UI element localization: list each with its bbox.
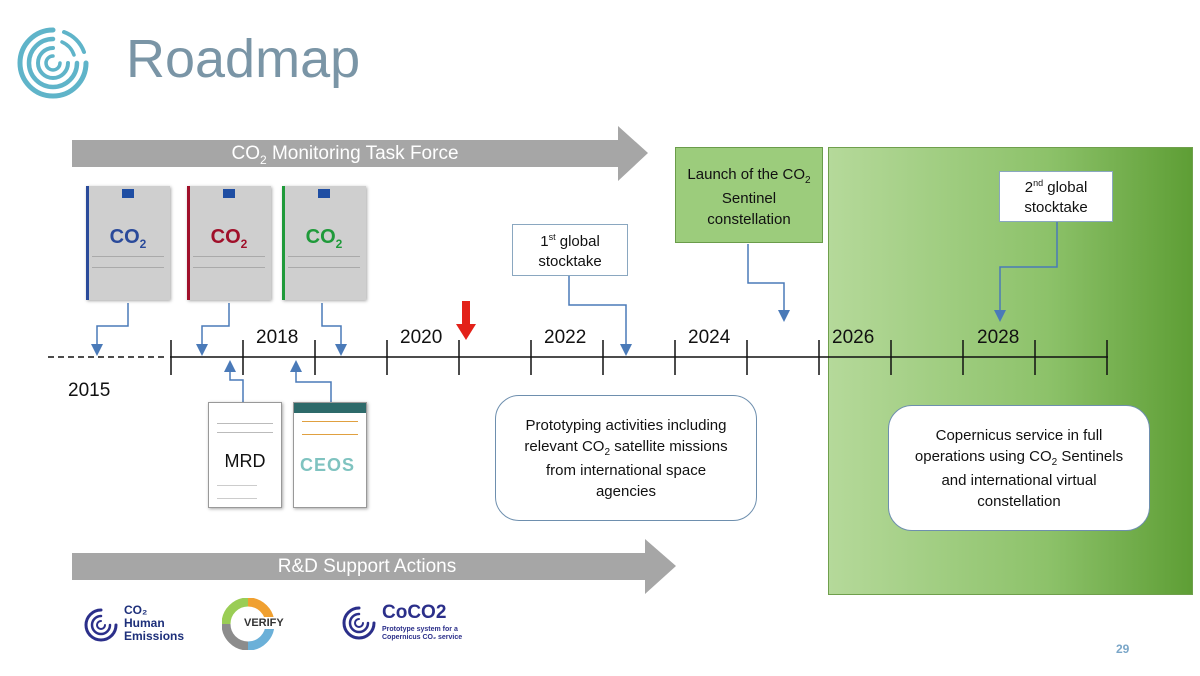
mrd-document: MRD — [208, 402, 282, 508]
connector-first-stocktake — [568, 275, 632, 356]
connector-ceos — [290, 360, 332, 402]
year-label-2018: 2018 — [256, 327, 299, 348]
connector-mrd — [224, 360, 244, 402]
connector-cover-3 — [321, 303, 347, 356]
copernicus-logo-icon — [17, 27, 89, 99]
coco2-subtitle-1: Prototype system for a — [382, 626, 458, 633]
mrd-label: MRD — [224, 451, 266, 471]
task-force-arrow — [72, 126, 648, 181]
rd-arrow — [72, 539, 676, 594]
coco2-fingerprint-icon — [342, 606, 376, 640]
che-fingerprint-icon — [84, 608, 118, 642]
connector-cover-2 — [196, 303, 230, 356]
prototyping-callout: Prototyping activities including relevan… — [495, 395, 757, 521]
copernicus-service-callout: Copernicus service in full operations us… — [888, 405, 1150, 531]
verify-label: VERIFY — [242, 617, 286, 629]
year-label-2028: 2028 — [977, 327, 1020, 348]
year-label-2024: 2024 — [688, 327, 731, 348]
verify-partner-logo: VERIFY — [222, 598, 294, 650]
rd-arrow-label: R&D Support Actions — [277, 556, 457, 577]
first-stocktake-callout: 1st global stocktake — [512, 224, 628, 276]
year-label-2020: 2020 — [400, 327, 443, 348]
coco2-partner-logo: CoCO2 Prototype system for a Copernicus … — [340, 600, 470, 648]
che-partner-logo: CO₂ Human Emissions — [82, 602, 192, 646]
connector-launch — [747, 244, 790, 322]
timeline-ticks — [170, 340, 1108, 375]
page-title: Roadmap — [126, 29, 361, 89]
connector-second-stocktake — [994, 222, 1058, 322]
task-force-arrow-label: CO2 Monitoring Task Force — [231, 143, 459, 167]
current-time-marker — [456, 301, 476, 340]
report-cover-1: CO2 — [86, 186, 170, 300]
year-label-2022: 2022 — [544, 327, 587, 348]
ceos-label: CEOS — [300, 455, 356, 475]
eu-flag-icon — [122, 189, 134, 198]
coco2-subtitle-2: Copernicus CO₂ service — [382, 634, 463, 642]
eu-flag-icon — [223, 189, 235, 198]
eu-flag-icon — [318, 189, 330, 198]
report-cover-3: CO2 — [282, 186, 366, 300]
ceos-document: CEOS — [293, 402, 367, 508]
year-label-2015: 2015 — [68, 380, 111, 401]
page-number: 29 — [1116, 642, 1130, 656]
sentinel-launch-callout: Launch of the CO2 Sentinel constellation — [675, 147, 823, 243]
connector-cover-1 — [91, 303, 129, 356]
year-label-2026: 2026 — [832, 327, 875, 348]
coco2-name: CoCO2 — [382, 602, 447, 623]
report-cover-2: CO2 — [187, 186, 271, 300]
second-stocktake-callout: 2nd global stocktake — [999, 171, 1113, 222]
